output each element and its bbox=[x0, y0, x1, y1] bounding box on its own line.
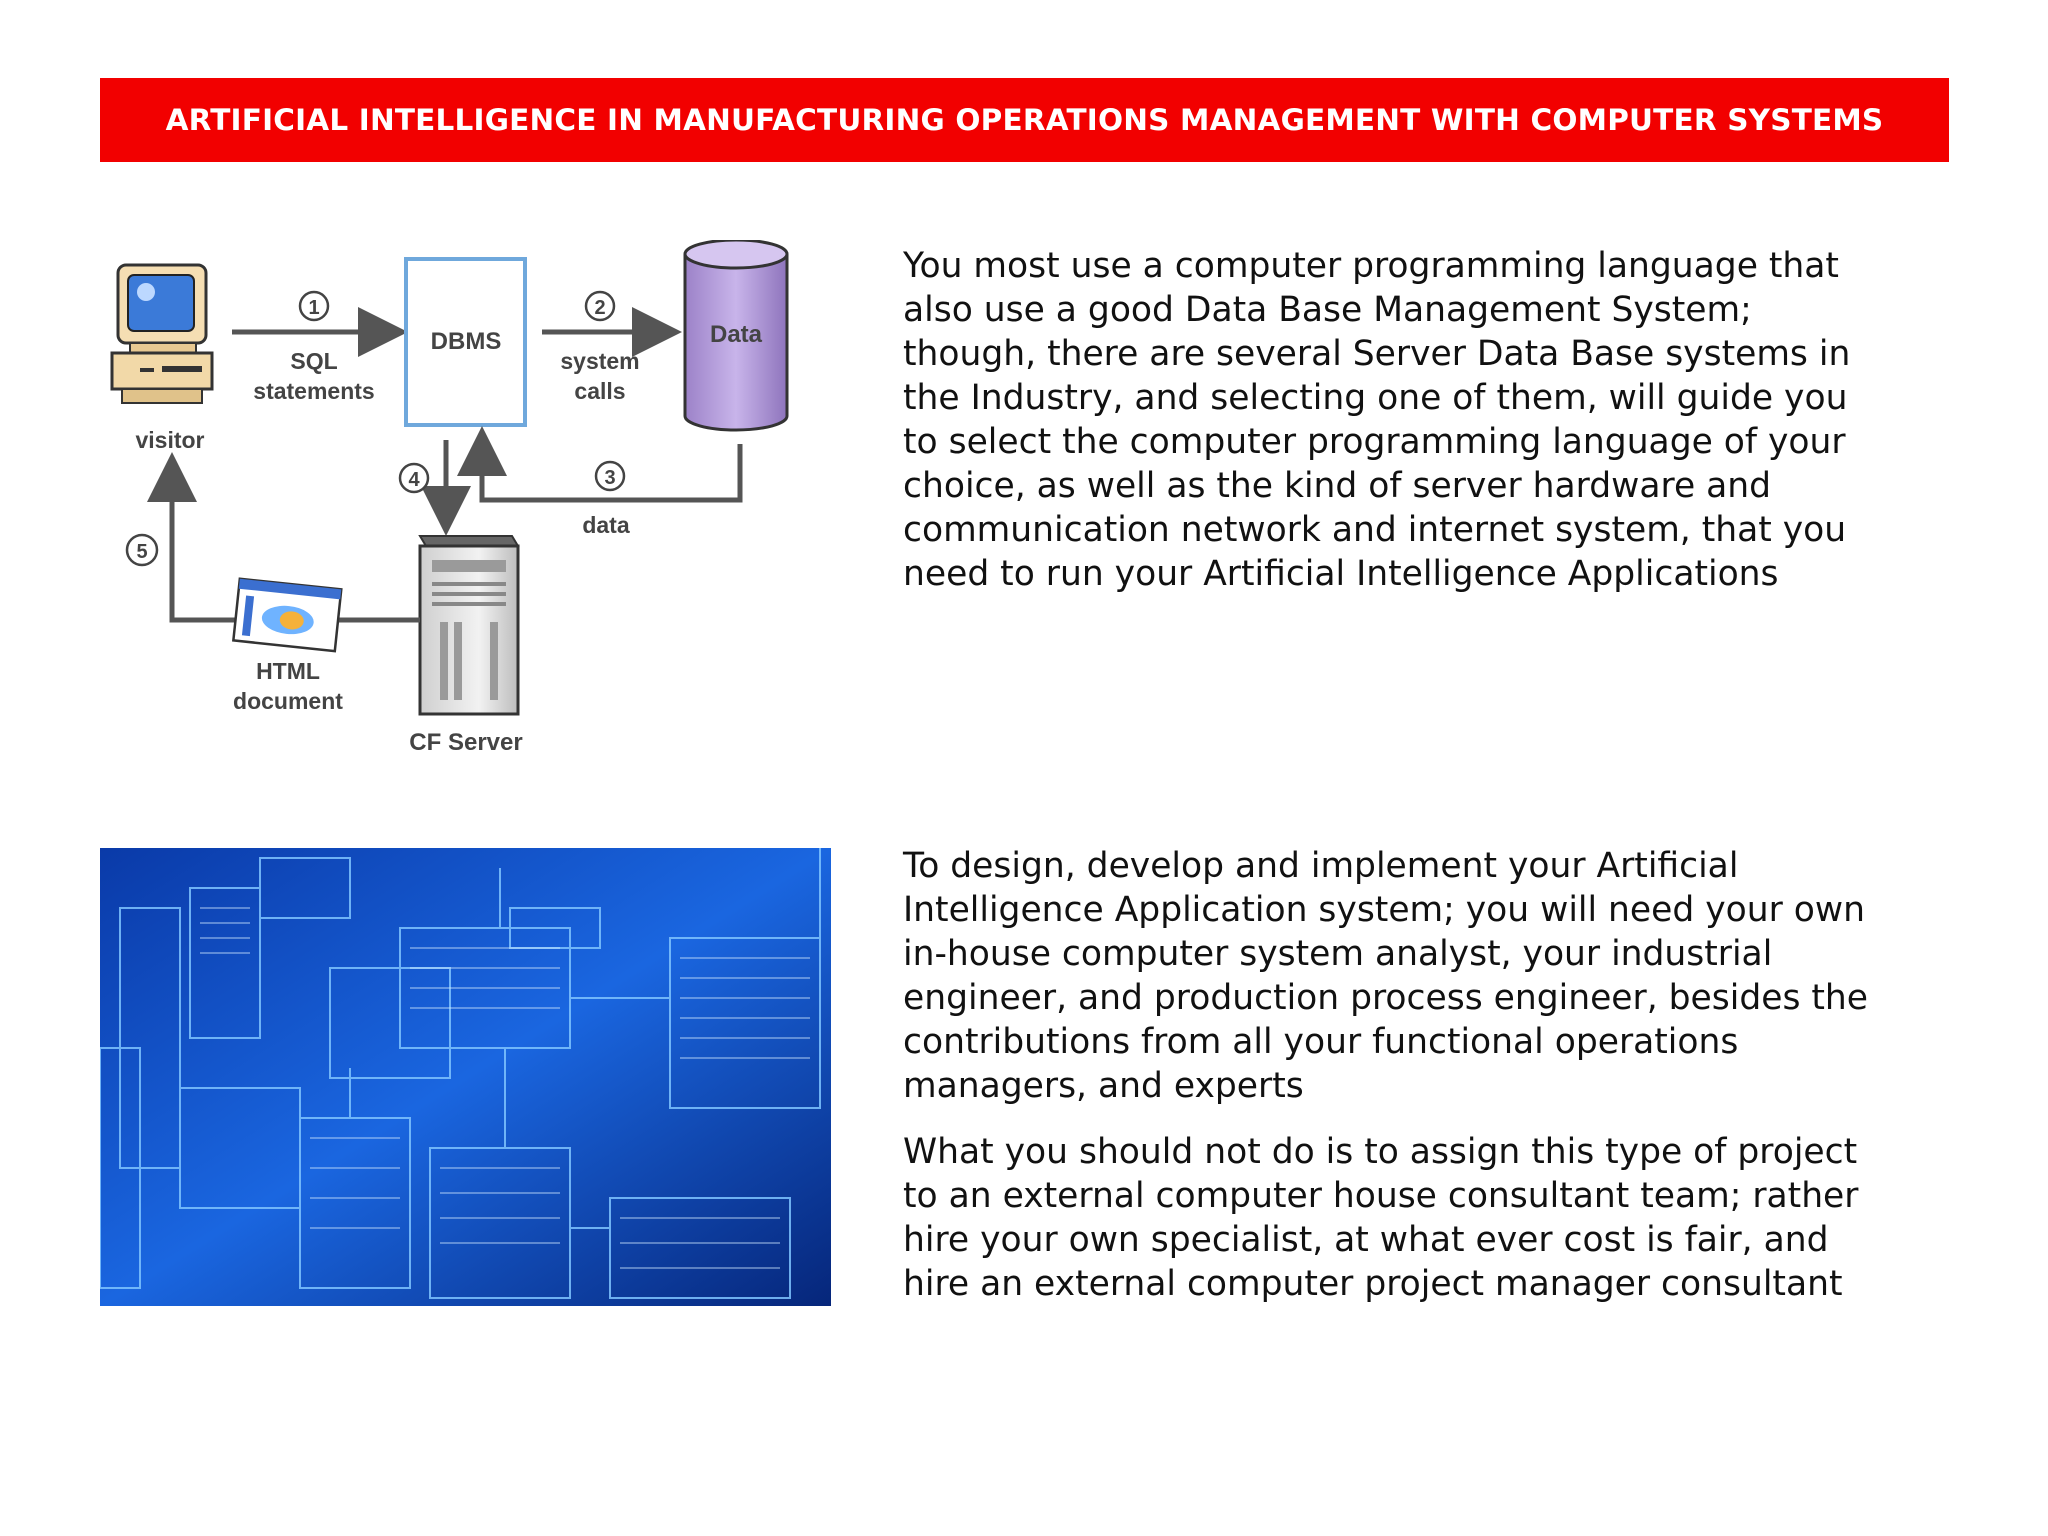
paragraph-line: You most use a computer programming lang… bbox=[903, 246, 1839, 286]
server-icon bbox=[418, 535, 520, 716]
paragraph-line: What you should not do is to assign this… bbox=[903, 1132, 1858, 1172]
data-store-label: Data bbox=[710, 321, 763, 348]
paragraph-line: managers, and experts bbox=[903, 1066, 1304, 1106]
paragraph-line: also use a good Data Base Management Sys… bbox=[903, 290, 1752, 330]
database-schema-image bbox=[99, 848, 831, 1306]
paragraph-line: Intelligence Application system; you wil… bbox=[903, 890, 1865, 930]
paragraph-line: though, there are several Server Data Ba… bbox=[903, 334, 1851, 374]
paragraph-line: hire an external computer project manage… bbox=[903, 1264, 1843, 1304]
html-label-line1: HTML bbox=[256, 658, 320, 684]
paragraph-line: communication network and internet syste… bbox=[903, 510, 1847, 550]
step-2-marker: 2 bbox=[594, 297, 605, 319]
database-cylinder-icon bbox=[683, 238, 789, 432]
step-1-marker: 1 bbox=[308, 297, 319, 319]
dbms-label: DBMS bbox=[431, 328, 502, 355]
html-label-line2: document bbox=[233, 688, 343, 714]
paragraph-inhouse-team: To design, develop and implement your Ar… bbox=[903, 844, 1868, 1108]
data-flow-label: data bbox=[582, 512, 630, 538]
title-bar: ARTIFICIAL INTELLIGENCE IN MANUFACTURING… bbox=[100, 78, 1949, 162]
paragraph-line: To design, develop and implement your Ar… bbox=[903, 846, 1739, 886]
paragraph-line: in-house computer system analyst, your i… bbox=[903, 934, 1773, 974]
sql-label-line1: SQL bbox=[290, 348, 337, 374]
paragraph-avoid-external: What you should not do is to assign this… bbox=[903, 1130, 1858, 1306]
paragraph-line: the Industry, and selecting one of them,… bbox=[903, 378, 1848, 418]
paragraph-dbms-selection: You most use a computer programming lang… bbox=[903, 244, 1850, 596]
paragraph-line: to select the computer programming langu… bbox=[903, 422, 1846, 462]
paragraph-line: contributions from all your functional o… bbox=[903, 1022, 1739, 1062]
paragraph-line: need to run your Artificial Intelligence… bbox=[903, 554, 1779, 594]
step-4-marker: 4 bbox=[408, 469, 420, 491]
paragraph-line: hire your own specialist, at what ever c… bbox=[903, 1220, 1829, 1260]
computer-icon bbox=[110, 263, 214, 404]
step-3-marker: 3 bbox=[604, 467, 615, 489]
step-5-marker: 5 bbox=[136, 541, 147, 563]
paragraph-line: engineer, and production process enginee… bbox=[903, 978, 1869, 1018]
slide-title: ARTIFICIAL INTELLIGENCE IN MANUFACTURING… bbox=[165, 103, 1884, 137]
dbms-box bbox=[404, 257, 527, 427]
cf-server-label: CF Server bbox=[409, 729, 522, 756]
paragraph-line: choice, as well as the kind of server ha… bbox=[903, 466, 1772, 506]
dbms-flow-diagram: visitor 1 SQL statements DBMS 2 system c… bbox=[100, 238, 820, 780]
visitor-label: visitor bbox=[135, 427, 204, 453]
syscalls-label-line1: system bbox=[560, 348, 639, 374]
sql-label-line2: statements bbox=[253, 378, 374, 404]
html-document-icon bbox=[231, 577, 343, 653]
paragraph-line: to an external computer house consultant… bbox=[903, 1176, 1859, 1216]
syscalls-label-line2: calls bbox=[574, 378, 625, 404]
